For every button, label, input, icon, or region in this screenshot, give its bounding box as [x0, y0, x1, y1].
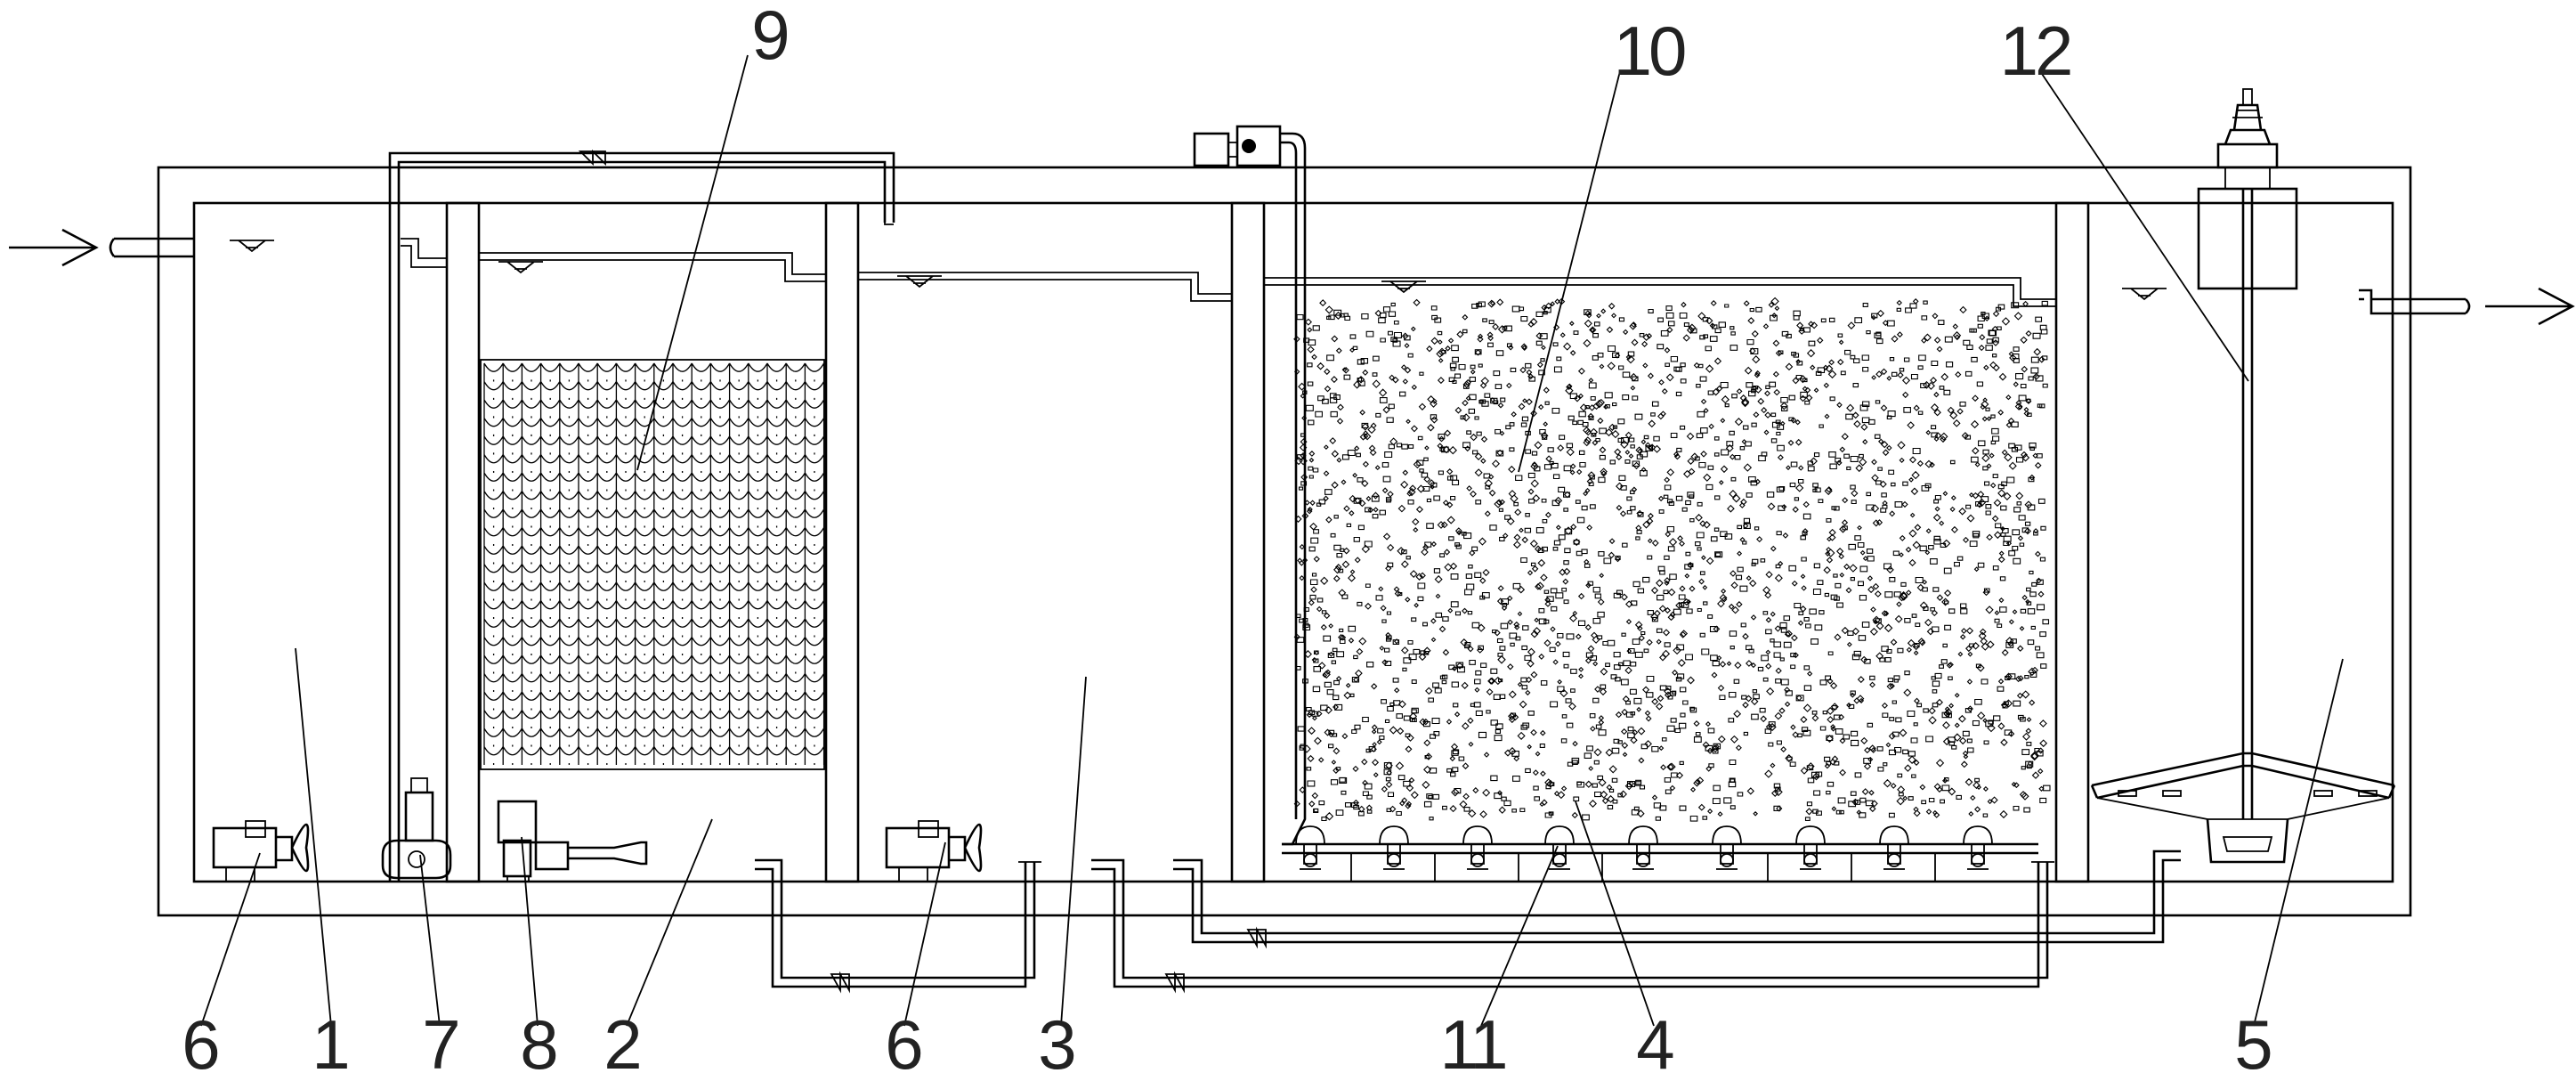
- leader-line-9: [636, 54, 749, 471]
- air-diffuser-row: [1295, 825, 1993, 882]
- submersible-mixer-2: [885, 820, 983, 882]
- inclined-plate-module: [480, 359, 825, 770]
- water-level-icon: [230, 240, 274, 253]
- label-1: 1: [312, 1005, 350, 1073]
- leader-line-8: [521, 836, 539, 1027]
- tank-walls: [157, 166, 2412, 917]
- outlet-arrow-icon: [2485, 287, 2575, 326]
- leader-line-6a: [200, 852, 261, 1027]
- water-level-icon: [897, 275, 942, 289]
- blower-motor: [1193, 132, 1230, 167]
- scraper-blade-slots: [2118, 790, 2378, 797]
- bottom-sludge-pipes: [755, 849, 2181, 994]
- blower-fan-icon: [1242, 139, 1256, 153]
- label-2: 2: [603, 1005, 642, 1073]
- valve-icon: [1164, 971, 1185, 994]
- label-9: 9: [751, 0, 790, 74]
- leader-line-6b: [903, 841, 946, 1027]
- partition-wall-1: [445, 201, 481, 883]
- water-level-icon: [498, 261, 543, 274]
- label-4: 4: [1636, 1005, 1674, 1073]
- clarifier-scraper: [2090, 88, 2396, 864]
- callout-labels: 1 2 3 4 5 6 6 7 8 9 10 11 12: [182, 0, 2272, 1073]
- drive-motor: [2216, 142, 2279, 169]
- aeration-system: [1282, 825, 2038, 882]
- submersible-mixer-1: [212, 820, 310, 882]
- partition-wall-4: [2054, 201, 2090, 883]
- leader-line-12: [2039, 70, 2249, 382]
- label-3: 3: [1038, 1005, 1076, 1073]
- tank-outer-wall: [157, 166, 2412, 917]
- lift-pump: [381, 777, 452, 880]
- leader-line-5: [2253, 658, 2344, 1027]
- valve-icon: [578, 149, 606, 167]
- valve-icon: [1246, 926, 1267, 949]
- inlet-pipe: [9, 228, 194, 267]
- leader-line-2: [626, 818, 713, 1027]
- label-5: 5: [2234, 1005, 2272, 1073]
- label-8: 8: [520, 1005, 558, 1073]
- label-11: 11: [1440, 1005, 1506, 1073]
- overflow-channels: [401, 238, 2056, 307]
- propeller-icon: [963, 824, 983, 872]
- valve-icon: [830, 971, 850, 994]
- bio-carrier-media: [1293, 297, 2051, 822]
- partition-wall-3: [1230, 201, 1266, 883]
- partition-wall-2: [824, 201, 860, 883]
- leader-line-3: [1060, 676, 1087, 1027]
- label-6b: 6: [885, 1005, 923, 1073]
- label-6a: 6: [182, 1005, 220, 1073]
- water-level-icon: [2122, 288, 2167, 301]
- tank-inner-wall: [192, 201, 2394, 883]
- blower: [1193, 125, 1307, 846]
- leader-line-10: [1518, 70, 1621, 473]
- label-12: 12: [2000, 12, 2070, 90]
- propeller-icon: [290, 824, 310, 872]
- outlet-pipe: [2359, 287, 2575, 326]
- leader-line-7: [419, 854, 441, 1027]
- leader-line-1: [295, 647, 332, 1027]
- blower-housing: [1235, 125, 1282, 167]
- leader-line-4: [1575, 801, 1655, 1027]
- leader-lines: [200, 54, 2344, 1027]
- leader-line-11: [1480, 845, 1559, 1027]
- label-10: 10: [1614, 12, 1685, 90]
- label-7: 7: [422, 1005, 460, 1073]
- inlet-arrow-icon: [9, 228, 99, 267]
- water-level-icon: [1381, 280, 1426, 294]
- recirculation-pipe-top: [388, 149, 895, 882]
- jet-aerator-pump: [497, 800, 648, 882]
